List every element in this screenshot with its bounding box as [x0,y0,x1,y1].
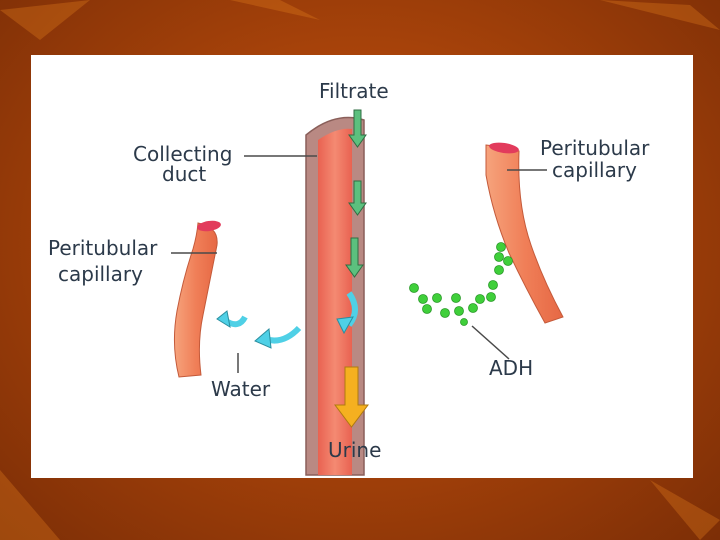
peritubular-right-label-line1: Peritubular [540,136,650,160]
peritubular-left-label-line1: Peritubular [48,236,158,260]
collecting-duct-label-line2: duct [162,162,206,186]
adh-molecules [409,242,513,326]
urine-label: Urine [328,438,381,462]
adh-label: ADH [489,356,533,380]
collecting-duct-label-line1: Collecting [133,142,232,166]
filtrate-flow-arrow [345,109,367,278]
peritubular-left-label-line2: capillary [58,262,143,286]
collecting-duct [305,109,369,476]
peritubular-capillary-left [173,220,221,378]
filtrate-label: Filtrate [319,79,389,103]
peritubular-right-label-line2: capillary [552,158,637,182]
peritubular-capillary-right [485,142,564,324]
urine-arrow [334,366,369,428]
diagram-panel: Filtrate Collecting duct Peritubular cap… [31,55,693,478]
curved-flow-arrowhead [336,316,354,335]
collecting-duct-diagram: Filtrate Collecting duct Peritubular cap… [48,79,650,476]
capillary-right-opening [489,142,519,154]
capillary-left-opening [197,220,221,232]
curved-flow-arrow [346,291,358,327]
leader-lines [171,155,547,373]
water-label: Water [211,377,271,401]
water-arrows [216,310,302,349]
duct-lumen [318,128,352,475]
